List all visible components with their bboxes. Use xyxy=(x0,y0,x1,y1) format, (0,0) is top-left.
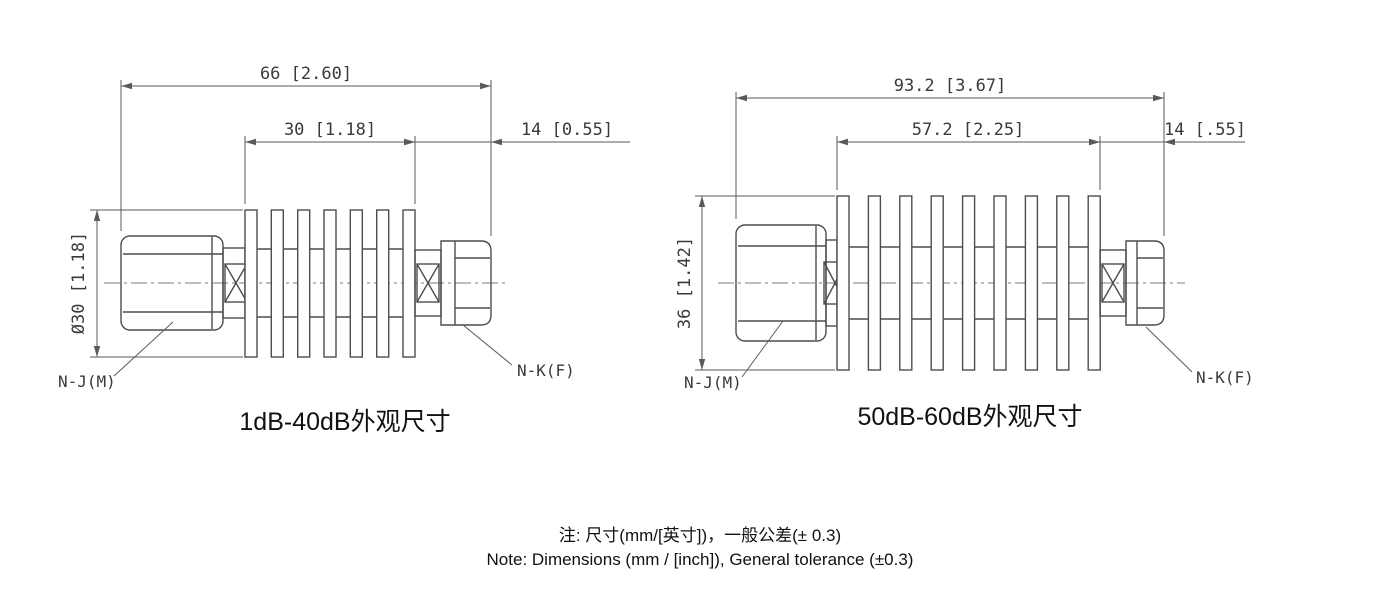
label-right-connector: N-K(F) xyxy=(1145,326,1254,387)
note-english: Note: Dimensions (mm / [inch]), General … xyxy=(486,550,914,569)
heatsink-fin-section xyxy=(836,195,1101,371)
label-left-connector: N-J(M) xyxy=(684,320,784,392)
heatsink-fin-section xyxy=(244,209,416,358)
overall-length-value: 93.2 [3.67] xyxy=(894,76,1007,96)
drawing-50db-60db: 93.2 [3.67] 57.2 [2.25] 14 [.55] xyxy=(675,76,1254,431)
fin xyxy=(867,195,882,371)
fin xyxy=(993,195,1007,371)
connector-length-value: 14 [.55] xyxy=(1164,120,1246,140)
right-connector-nut xyxy=(440,240,492,326)
diameter-value: Ø30 [1.18] xyxy=(69,232,89,334)
label-right-connector: N-K(F) xyxy=(462,324,575,380)
right-connector-nut xyxy=(1125,240,1165,326)
fin xyxy=(270,209,284,358)
left-connector-type: N-J(M) xyxy=(684,373,742,392)
drawing-caption: 1dB-40dB外观尺寸 xyxy=(239,408,450,436)
body-length-value: 30 [1.18] xyxy=(284,120,376,140)
dimension-body-length: 57.2 [2.25] xyxy=(836,120,1101,190)
dimension-body-length: 30 [1.18] xyxy=(244,120,416,204)
connector-length-value: 14 [0.55] xyxy=(521,120,613,140)
general-notes: 注: 尺寸(mm/[英寸])，一般公差(± 0.3) Note: Dimensi… xyxy=(0,524,1400,572)
left-connector-hex-body xyxy=(120,235,246,331)
fin xyxy=(349,209,363,358)
note-chinese: 注: 尺寸(mm/[英寸])，一般公差(± 0.3) xyxy=(558,526,842,545)
fin xyxy=(297,209,311,358)
fin xyxy=(244,209,258,358)
right-connector-type: N-K(F) xyxy=(1196,368,1254,387)
drawing-caption: 50dB-60dB外观尺寸 xyxy=(857,403,1082,431)
fin xyxy=(899,195,913,371)
fin xyxy=(402,209,416,358)
diameter-value: 36 [1.42] xyxy=(675,237,695,329)
drawing-1db-40db: 66 [2.60] 30 [1.18] 14 [0.55] xyxy=(58,64,630,436)
fin xyxy=(1087,195,1101,371)
dimension-connector-length: 14 [0.55] xyxy=(403,120,630,146)
fin xyxy=(961,195,976,371)
fin xyxy=(376,209,390,358)
fin xyxy=(836,195,850,371)
overall-length-value: 66 [2.60] xyxy=(260,64,352,84)
left-connector-type: N-J(M) xyxy=(58,372,116,391)
label-left-connector: N-J(M) xyxy=(58,321,174,391)
fin xyxy=(323,209,337,358)
dimension-connector-length: 14 [.55] xyxy=(1089,120,1246,146)
body-length-value: 57.2 [2.25] xyxy=(912,120,1025,140)
dimension-overall-length: 66 [2.60] xyxy=(120,64,492,236)
right-connector-type: N-K(F) xyxy=(517,361,575,380)
dimension-diameter: 36 [1.42] xyxy=(675,195,835,371)
fin xyxy=(930,195,944,371)
left-connector-hex-body xyxy=(735,224,838,342)
fin xyxy=(1024,195,1039,371)
fin xyxy=(1056,195,1070,371)
dimension-diameter: Ø30 [1.18] xyxy=(69,209,243,358)
dimension-overall-length: 93.2 [3.67] xyxy=(735,76,1165,236)
